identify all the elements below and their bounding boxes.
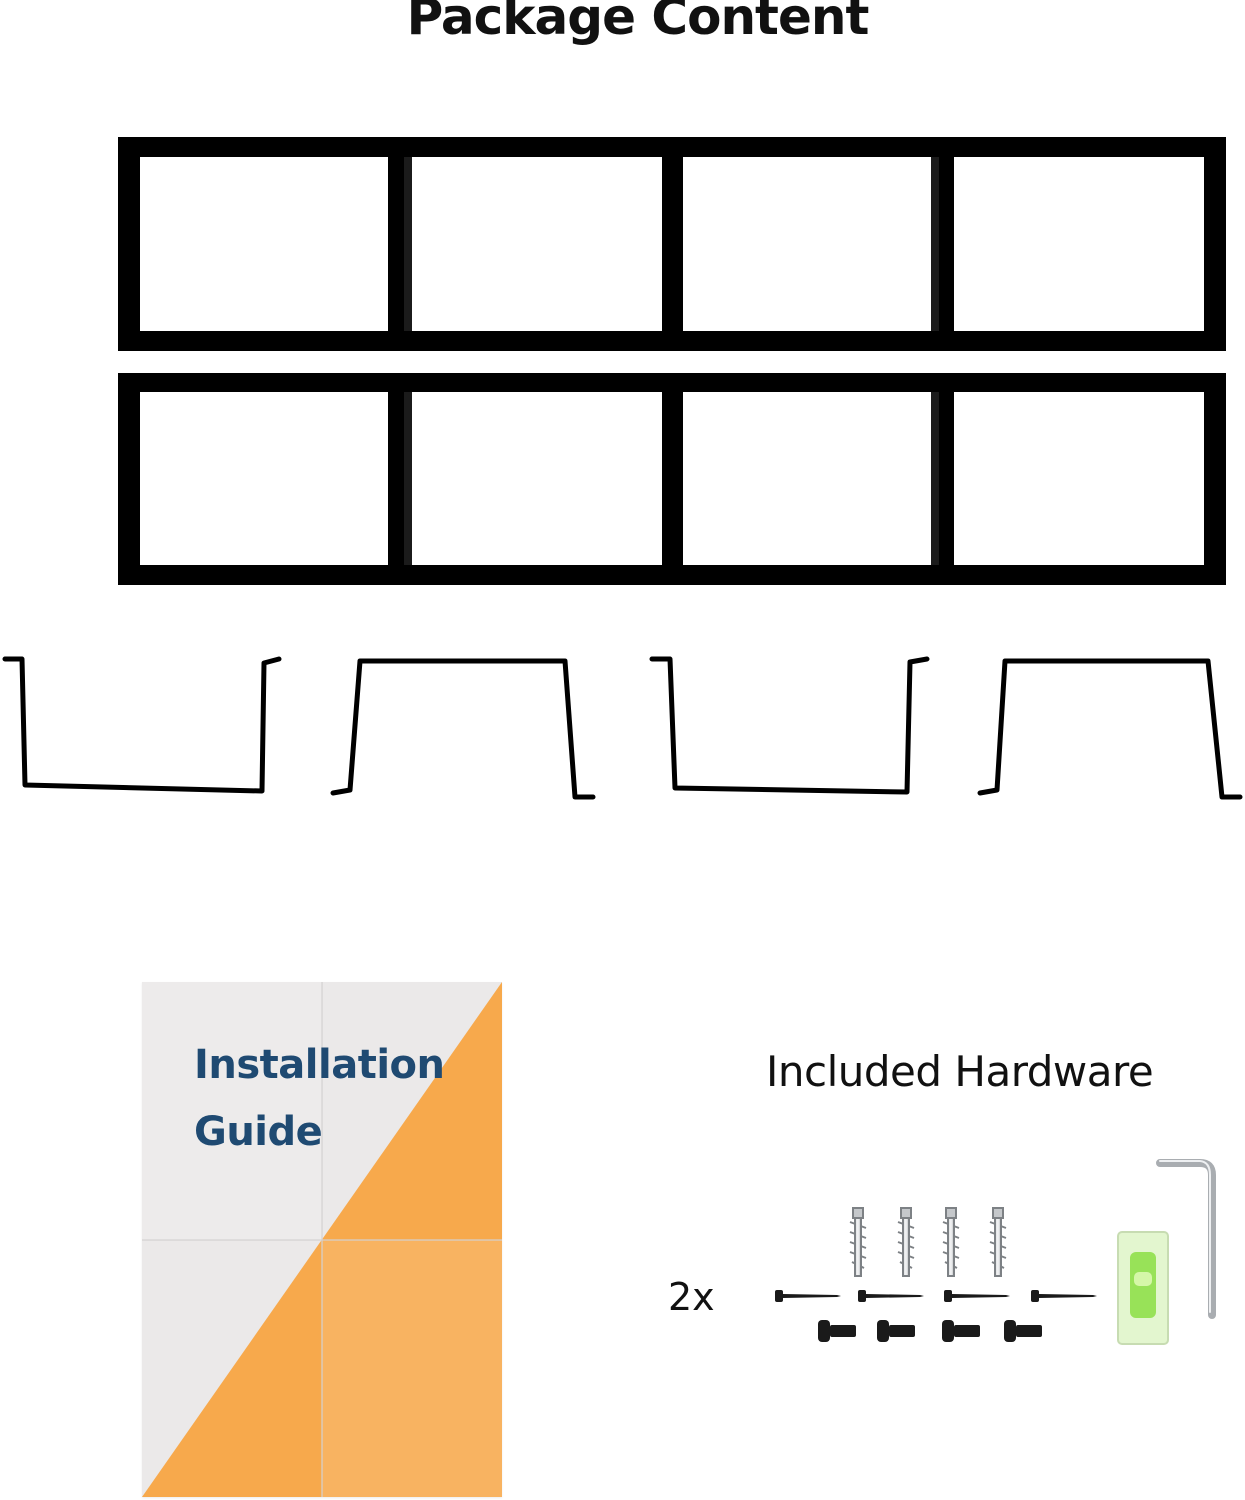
drywall-anchor-icon bbox=[849, 1207, 1007, 1277]
u-bracket-icon bbox=[977, 658, 1243, 800]
guide-cover-art bbox=[142, 982, 502, 1497]
hardware-quantity: 2x bbox=[668, 1275, 715, 1319]
screw-icon bbox=[775, 1290, 1097, 1302]
guide-title: Installation Guide bbox=[194, 1032, 445, 1166]
u-bracket-icon bbox=[649, 656, 930, 795]
page-title: Package Content bbox=[406, 0, 870, 46]
shelf-frame-icon bbox=[118, 137, 1226, 351]
bubble-level-icon bbox=[1117, 1231, 1169, 1345]
shelf-frame-icon bbox=[118, 373, 1226, 585]
u-bracket-icon bbox=[330, 658, 596, 800]
guide-title-line2: Guide bbox=[194, 1109, 323, 1155]
screw-icon bbox=[818, 1320, 1042, 1342]
hardware-label: Included Hardware bbox=[766, 1047, 1154, 1096]
guide-title-line1: Installation bbox=[194, 1042, 445, 1088]
installation-guide-icon: Installation Guide bbox=[142, 982, 502, 1497]
u-bracket-icon bbox=[2, 656, 282, 794]
